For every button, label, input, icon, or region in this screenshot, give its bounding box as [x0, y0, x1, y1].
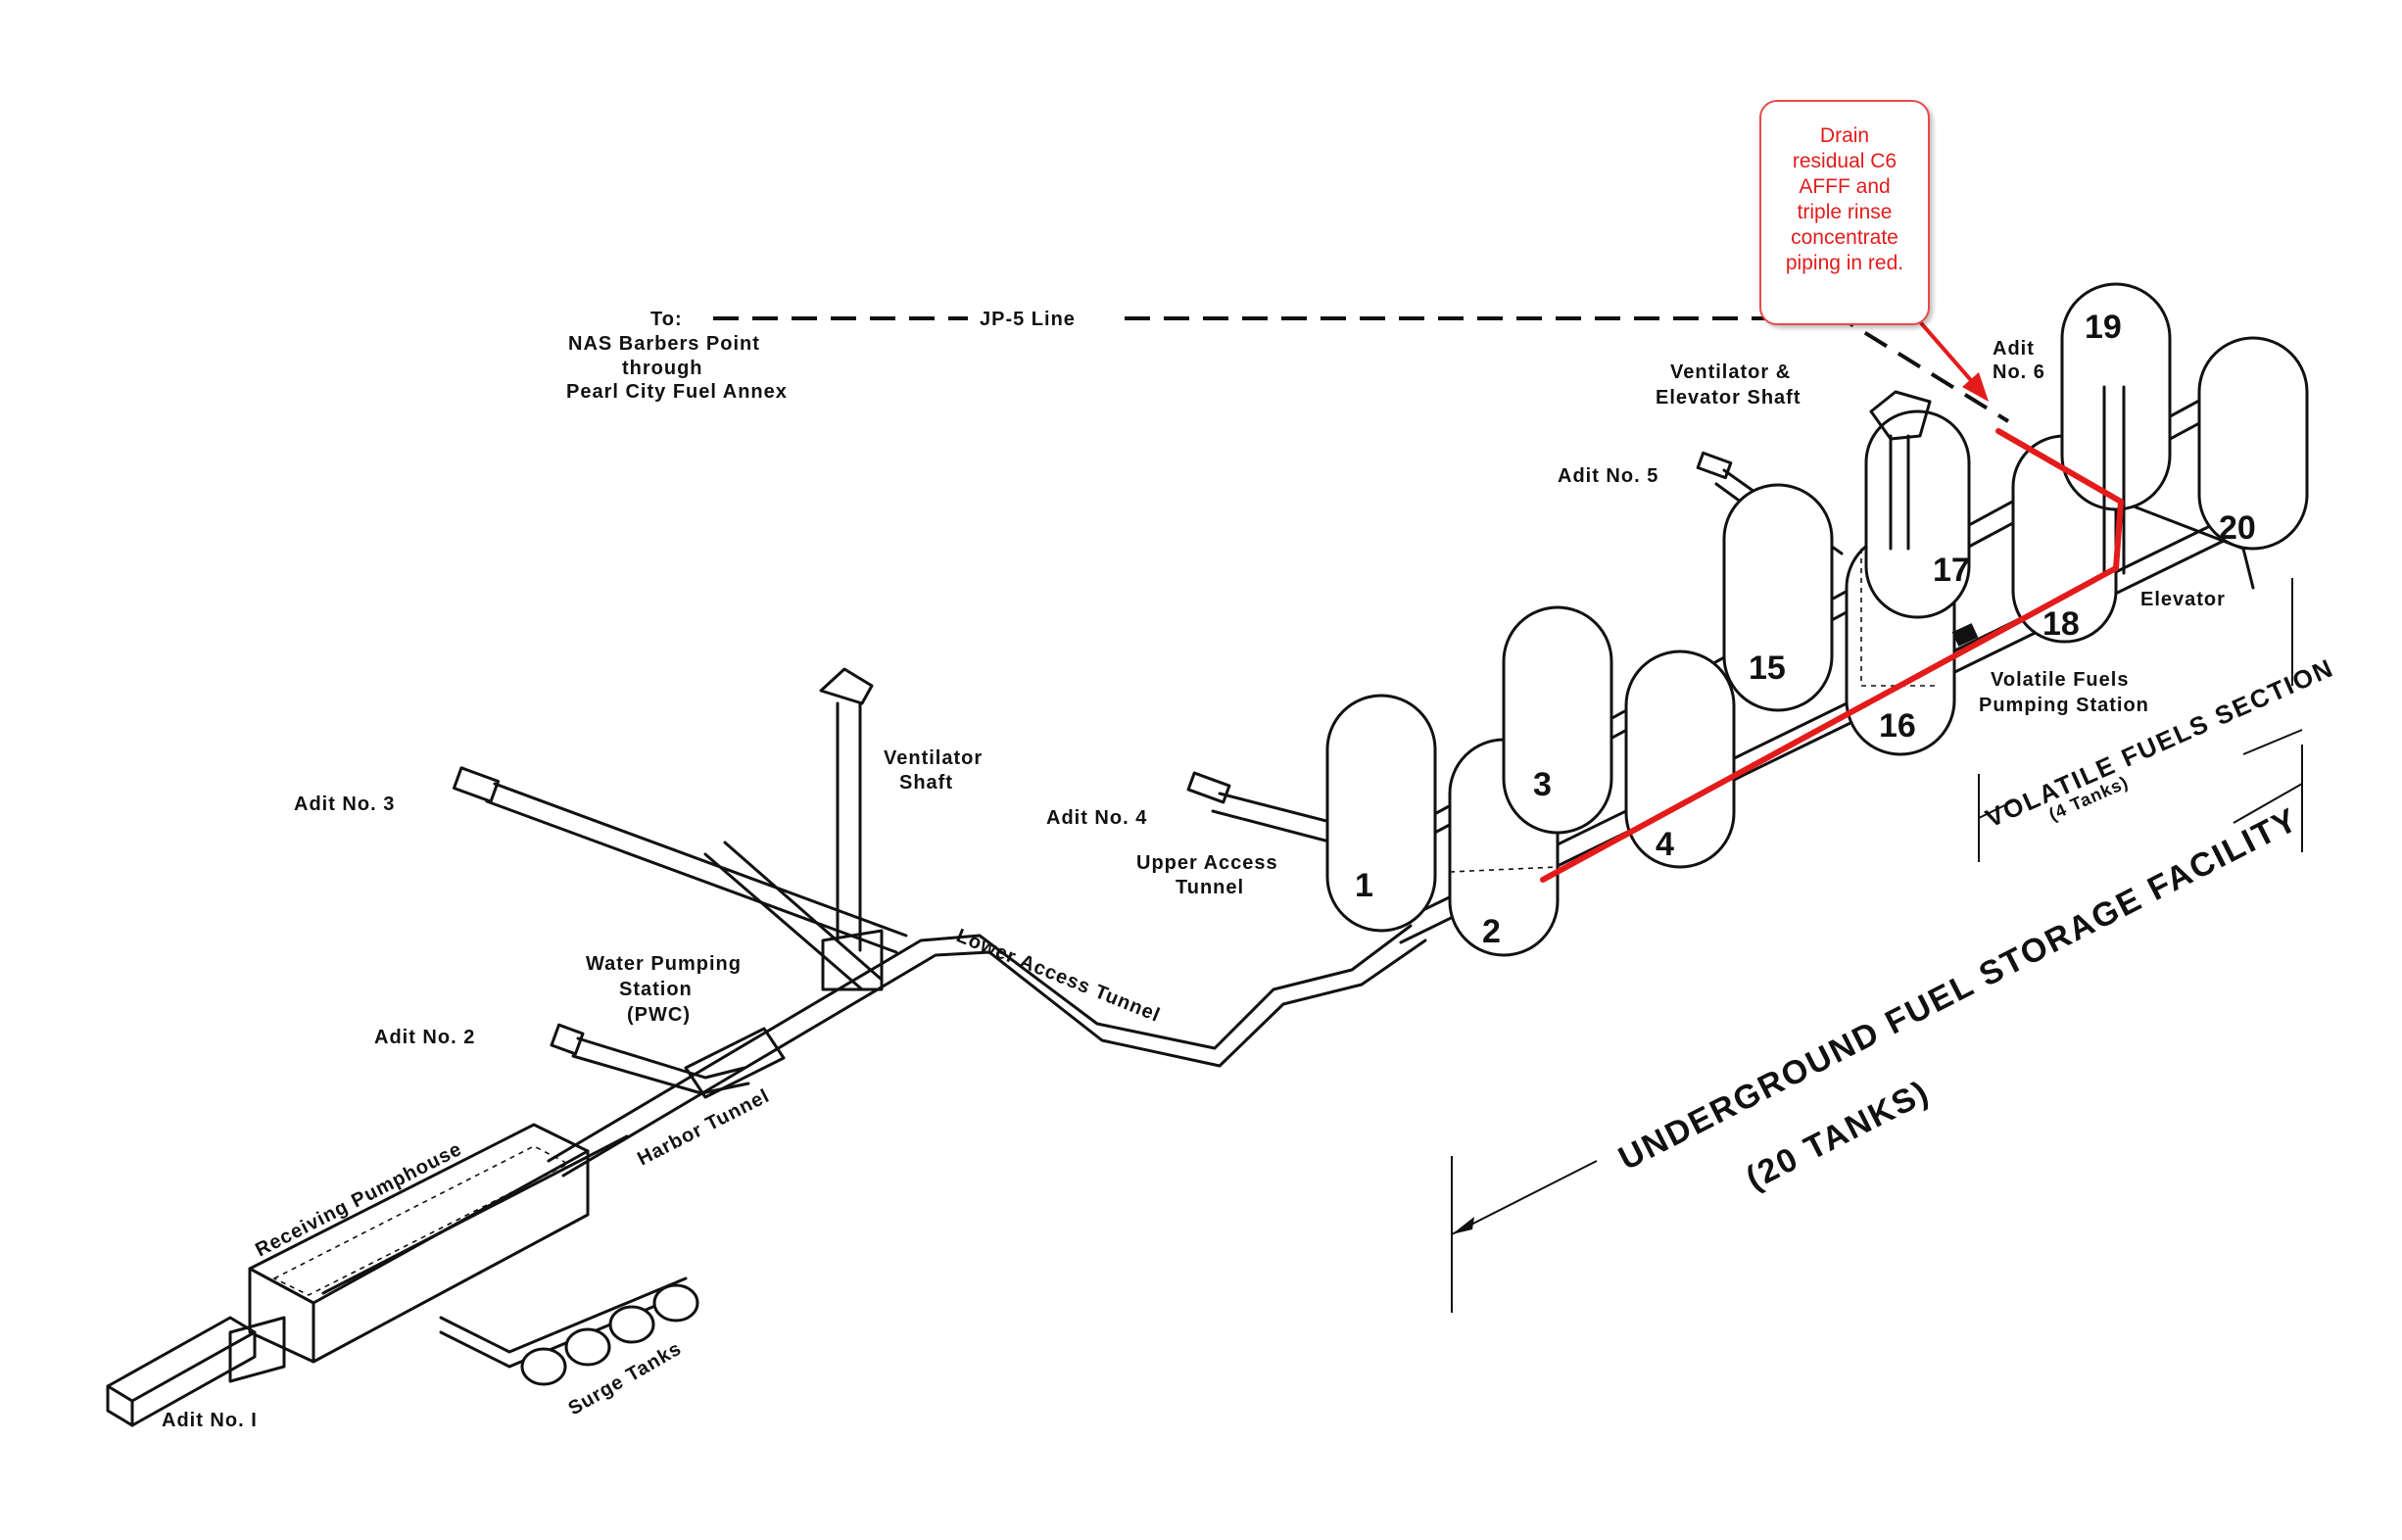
adit-6-label-line1: Adit	[1993, 338, 2035, 360]
water-pumping-label-line2: Station	[619, 979, 693, 1000]
nas-label-line2: through	[622, 358, 703, 379]
tank-3: 3	[1502, 605, 1613, 835]
tank-label: 20	[2219, 509, 2256, 547]
volatile-pumping-station-marker	[1951, 623, 1979, 647]
adit-2-label: Adit No. 2	[374, 1027, 475, 1048]
ventilator-elevator-shaft	[1869, 390, 1932, 551]
tank-17: 17	[1864, 409, 1971, 619]
tank-label: 3	[1533, 766, 1552, 803]
tank-label: 1	[1355, 867, 1373, 904]
afff-piping-highlight	[1540, 428, 2124, 883]
volatile-pump-label-line2: Pumping Station	[1979, 695, 2149, 716]
surge-tanks	[439, 1276, 699, 1386]
tank-label: 18	[2042, 605, 2080, 643]
elevator-shaft	[2102, 385, 2126, 575]
jp5-line	[713, 316, 2010, 423]
ventilator-shaft	[819, 667, 884, 991]
elevator-label: Elevator	[2140, 589, 2226, 610]
tank-label: 4	[1656, 826, 1674, 863]
tank-label: 15	[1749, 650, 1786, 687]
tank-1: 1	[1325, 694, 1437, 933]
adit-2-tunnel	[550, 1023, 786, 1099]
tank-label: 16	[1879, 707, 1916, 745]
main-tunnel	[547, 924, 1427, 1178]
facility-title-line1: UNDERGROUND FUEL STORAGE FACILITY	[1612, 800, 2304, 1178]
adit-4-label: Adit No. 4	[1046, 807, 1147, 829]
tank-label: 19	[2085, 309, 2122, 346]
tank-4: 4	[1624, 650, 1736, 869]
facility-dimension	[1451, 578, 2303, 1313]
volatile-pump-label-line1: Volatile Fuels	[1991, 669, 2129, 691]
tank-15: 15	[1722, 483, 1834, 712]
callout-text: Drain residual C6 AFFF and triple rinse …	[1785, 124, 1904, 274]
upper-access-label-line2: Tunnel	[1176, 877, 1244, 898]
ventilator-shaft-label-line2: Shaft	[899, 772, 953, 794]
ventilator-shaft-label-line1: Ventilator	[884, 747, 983, 769]
vent-elev-label-line2: Elevator Shaft	[1656, 387, 1801, 409]
tank-label: 17	[1933, 552, 1970, 589]
upper-access-label-line1: Upper Access	[1136, 852, 1278, 874]
jp5-label: JP-5 Line	[980, 309, 1076, 330]
receiving-pumphouse-label: Receiving Pumphouse	[252, 1138, 465, 1262]
adit-3-label: Adit No. 3	[294, 794, 395, 815]
nas-label-line3: Pearl City Fuel Annex	[566, 381, 788, 403]
vent-elev-label-line1: Ventilator &	[1670, 361, 1791, 383]
tank-label: 2	[1482, 913, 1501, 950]
water-pumping-label-line1: Water Pumping	[586, 953, 742, 975]
lower-access-label: Lower Access Tunnel	[953, 925, 1163, 1027]
tank-20: 20	[2197, 336, 2309, 551]
receiving-pumphouse	[106, 1123, 629, 1427]
callout-box: Drain residual C6 AFFF and triple rinse …	[1759, 100, 1930, 325]
adit-1-label: Adit No. I	[162, 1410, 258, 1431]
adit-5-label: Adit No. 5	[1558, 465, 1658, 487]
to-label: To:	[650, 309, 683, 330]
adit-6-label-line2: No. 6	[1993, 361, 2045, 383]
tank-19: 19	[2060, 282, 2172, 511]
nas-label-line1: NAS Barbers Point	[568, 333, 760, 355]
water-pumping-label-line3: (PWC)	[627, 1004, 691, 1026]
